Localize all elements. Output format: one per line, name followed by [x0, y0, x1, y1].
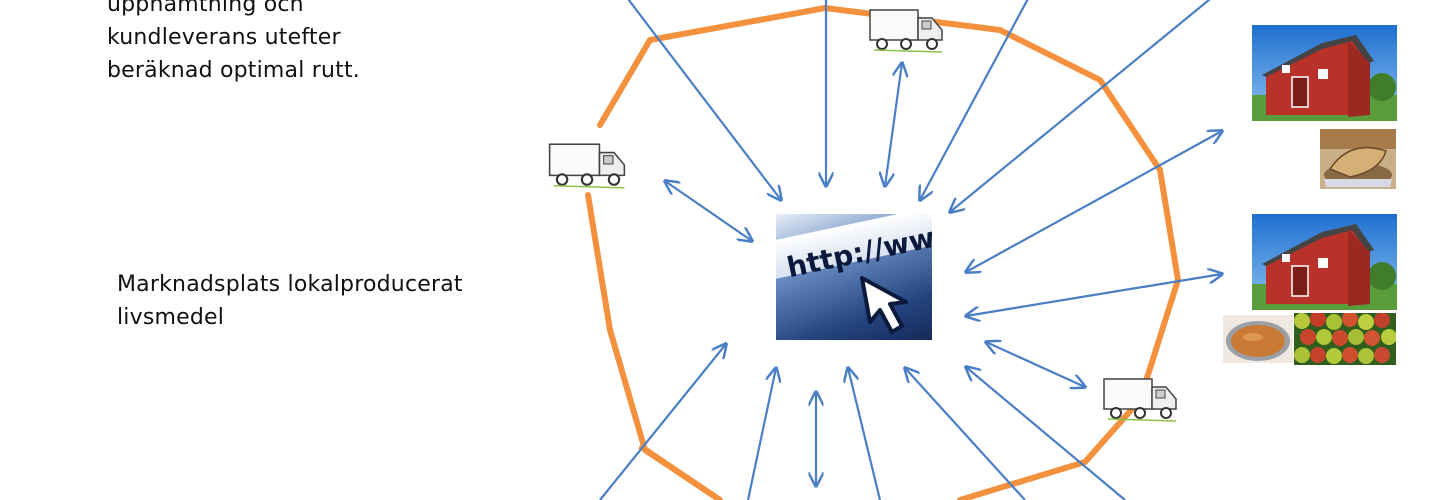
barn-photo: [1252, 25, 1397, 121]
arrow-both-truck-top: [885, 63, 902, 186]
marketplace-caption: Marknadsplats lokalproducerat livsmedel: [117, 268, 517, 326]
truck-icon: [1103, 378, 1177, 422]
cheese-photo: [1320, 129, 1396, 189]
truck-icon: [869, 9, 943, 53]
truck-icon: [548, 143, 626, 189]
arrow-in-7: [848, 368, 882, 500]
route-text-line-3: beräknad optimal rutt.: [107, 58, 360, 83]
marketplace-text-line-1: Marknadsplats lokalproducerat: [117, 272, 463, 297]
arrow-in-5: [599, 344, 726, 500]
web-marketplace-icon: http://www: [776, 214, 932, 340]
jam-photo: [1223, 315, 1293, 363]
arrow-in-4: [950, 0, 1211, 212]
arrow-in-3: [920, 0, 1029, 200]
apples-photo: [1294, 313, 1396, 365]
arrow-group: [599, 0, 1222, 500]
arrow-both-truck-left: [665, 181, 752, 241]
route-text-line-2: kundleverans utefter: [107, 25, 341, 50]
arrow-both-farm-1: [966, 131, 1222, 272]
arrow-in-6: [746, 368, 776, 500]
route-text-line-1: upphämtning och: [107, 0, 304, 17]
barn-photo: [1252, 214, 1397, 310]
arrow-both-farm-2: [966, 274, 1222, 316]
route-description-text: upphämtning och kundleverans utefter ber…: [107, 0, 427, 87]
arrow-both-truck-right: [986, 342, 1085, 387]
web-cursor-icon: [860, 276, 908, 334]
arrow-in-8: [905, 368, 1026, 500]
delivery-route-ring-path: [585, 5, 1181, 500]
arrow-in-1: [627, 0, 781, 200]
marketplace-text-line-2: livsmedel: [117, 305, 225, 326]
